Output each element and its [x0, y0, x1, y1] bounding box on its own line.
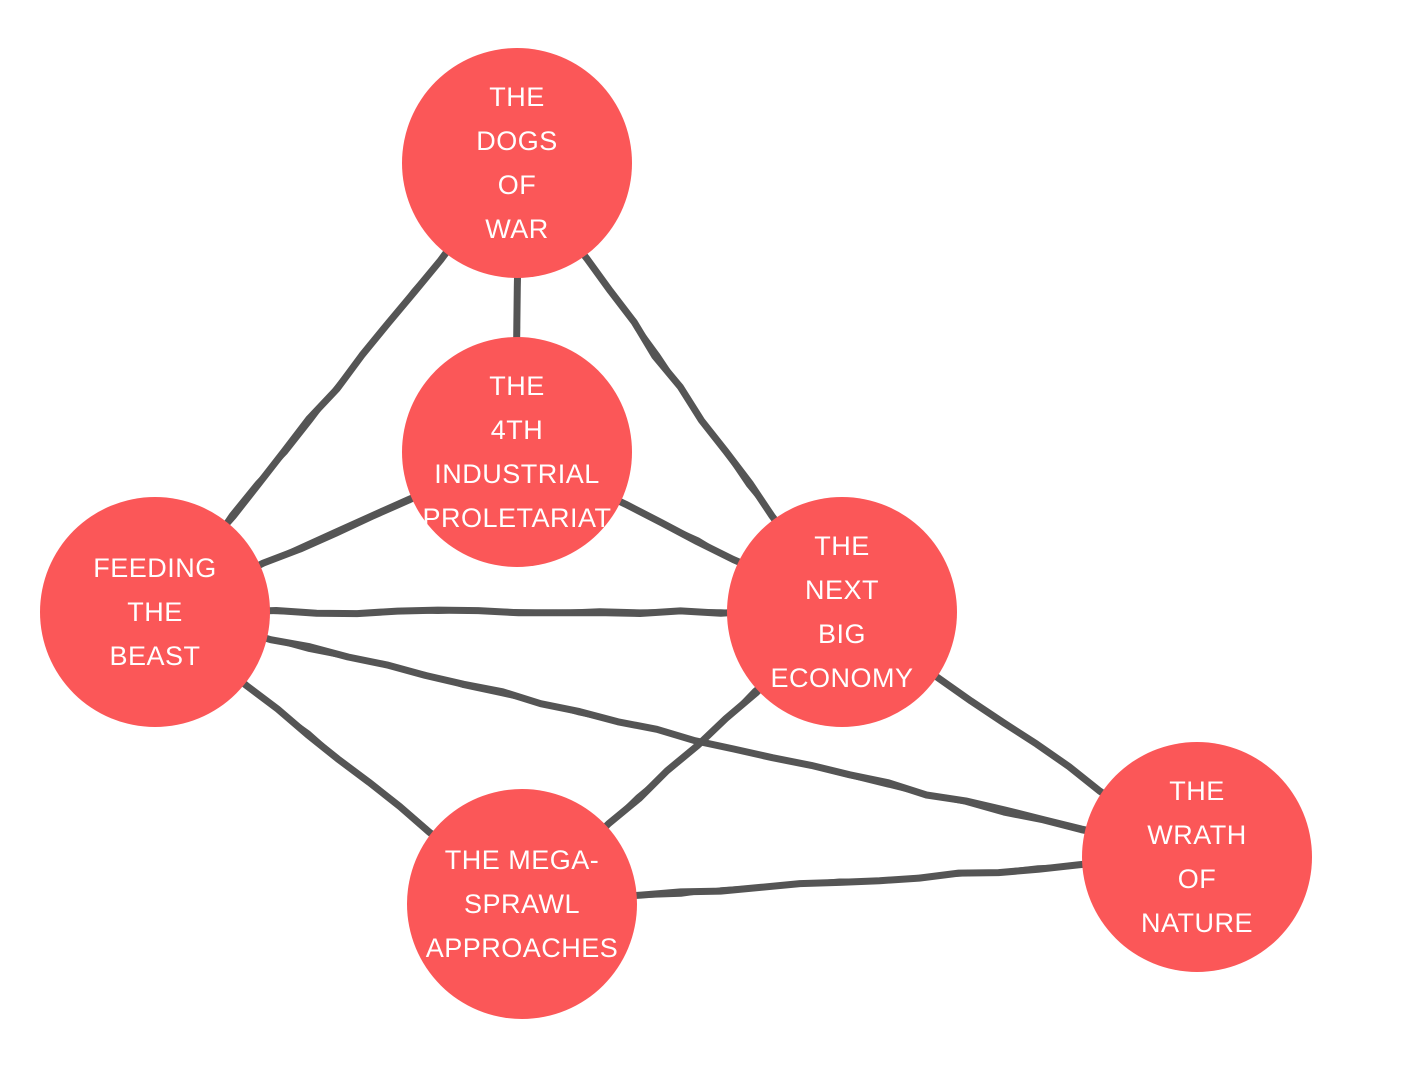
node-dogs_of_war: THE DOGS OF WAR: [402, 48, 632, 278]
node-next_big_economy: THE NEXT BIG ECONOMY: [727, 497, 957, 727]
node-label-line: INDUSTRIAL: [434, 459, 600, 489]
node-wrath_of_nature: THE WRATH OF NATURE: [1082, 742, 1312, 972]
node-label-line: FEEDING: [93, 553, 217, 583]
node-circle: [727, 497, 957, 727]
node-circle: [1082, 742, 1312, 972]
node-fourth_industrial: THE 4TH INDUSTRIAL PROLETARIAT: [402, 337, 632, 567]
edge-feeding_the_beast-wrath_of_nature: [151, 608, 1201, 861]
node-label: THE NEXT BIG ECONOMY: [770, 531, 913, 693]
node-label-line: WRATH: [1147, 820, 1246, 850]
node-label-line: 4TH: [491, 415, 544, 445]
node-label-line: SPRAWL: [464, 889, 580, 919]
node-label: THE DOGS OF WAR: [476, 82, 558, 244]
node-label: THE WRATH OF NATURE: [1141, 776, 1253, 938]
node-circle: [407, 789, 637, 1019]
node-label-line: NEXT: [805, 575, 879, 605]
node-circle: [40, 497, 270, 727]
nodes-layer: THE DOGS OF WAR THE 4TH INDUSTRIAL PROLETARIAT F…: [40, 48, 1312, 1019]
node-label-line: OF: [498, 170, 537, 200]
edge-stroke: [153, 610, 1199, 859]
node-label-line: WAR: [485, 214, 549, 244]
node-label-line: BEAST: [109, 641, 200, 671]
node-label-line: ECONOMY: [770, 663, 913, 693]
node-label-line: THE MEGA-: [445, 845, 600, 875]
node-label-line: OF: [1178, 864, 1217, 894]
node-label: THE 4TH INDUSTRIAL PROLETARIAT: [422, 371, 611, 533]
node-label-line: THE: [489, 82, 545, 112]
node-label-line: THE: [814, 531, 870, 561]
node-feeding_the_beast: FEEDING THE BEAST: [40, 497, 270, 727]
node-label-line: DOGS: [476, 126, 558, 156]
node-label-line: THE: [127, 597, 183, 627]
node-label-line: THE: [1169, 776, 1225, 806]
node-label-line: APPROACHES: [426, 933, 619, 963]
node-label-line: PROLETARIAT: [422, 503, 611, 533]
node-label-line: THE: [489, 371, 545, 401]
node-circle: [402, 48, 632, 278]
node-label: FEEDING THE BEAST: [93, 553, 217, 671]
node-label-line: BIG: [818, 619, 866, 649]
node-mega_sprawl: THE MEGA- SPRAWL APPROACHES: [407, 789, 637, 1019]
node-circle: [402, 337, 632, 567]
node-label-line: NATURE: [1141, 908, 1253, 938]
edges-layer: [151, 159, 1201, 908]
node-label: THE MEGA- SPRAWL APPROACHES: [426, 845, 619, 963]
